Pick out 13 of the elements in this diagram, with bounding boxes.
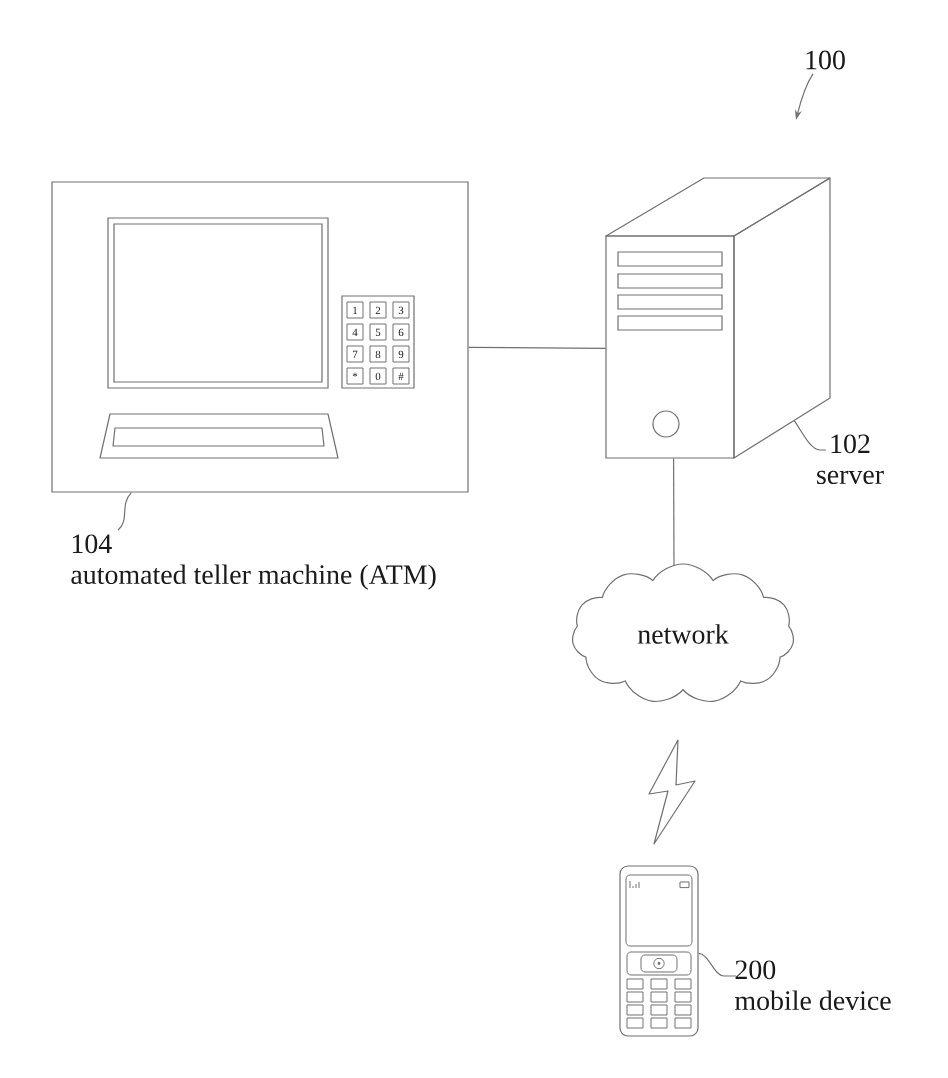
network-cloud: network — [572, 563, 794, 703]
reference-label: 104 automated teller machine (ATM) — [71, 534, 436, 590]
connection-line — [468, 346, 607, 349]
leader-line — [698, 952, 737, 977]
leader-line — [793, 420, 827, 451]
connection-line — [673, 457, 675, 566]
server-tower — [605, 177, 831, 459]
atm-machine — [51, 181, 469, 493]
reference-label: 102 server — [817, 434, 884, 485]
mobile-phone — [619, 865, 699, 1037]
reference-label: 100 — [806, 50, 845, 70]
reference-label: 200 mobile device — [735, 960, 891, 1011]
leader-line — [117, 492, 132, 531]
